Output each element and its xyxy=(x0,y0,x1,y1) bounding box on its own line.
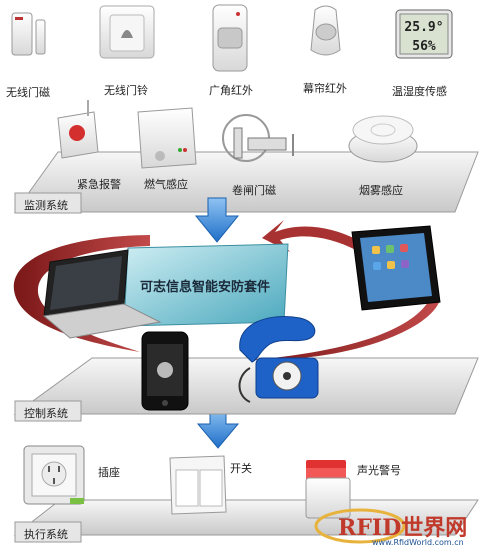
smartphone-icon xyxy=(141,331,189,411)
gas-detector-icon xyxy=(137,107,197,169)
arrow-down-icon xyxy=(194,197,240,243)
swoosh-right-icon xyxy=(262,220,358,252)
watermark-title: RFID世界网 xyxy=(338,515,468,541)
panel-label-control: 控制系统 xyxy=(24,407,68,420)
label-wall-switch: 开关 xyxy=(230,462,252,475)
label-smoke-detector: 烟雾感应 xyxy=(359,184,403,197)
center-box-title: 可志信息智能安防套件 xyxy=(140,280,271,295)
temperature-readout: 25.9° xyxy=(404,20,443,35)
label-roller-door-sensor: 卷闸门磁 xyxy=(232,184,276,197)
panel-label-monitoring: 监测系统 xyxy=(24,199,68,212)
label-wireless-doorbell: 无线门铃 xyxy=(104,84,148,97)
watermark-logo-icon xyxy=(314,508,406,544)
smoke-detector-icon xyxy=(348,115,418,163)
label-power-socket: 插座 xyxy=(98,466,120,479)
panel-label-execution: 执行系统 xyxy=(24,528,68,541)
label-temp-humidity-sensor: 温湿度传感 xyxy=(392,85,447,98)
laptop-icon xyxy=(42,249,162,339)
siren-alarm-icon xyxy=(305,460,351,519)
wide-angle-infrared-icon xyxy=(212,4,248,72)
emergency-button-icon xyxy=(57,100,99,159)
label-gas-detector: 燃气感应 xyxy=(144,178,188,191)
control-panel xyxy=(13,357,479,422)
label-siren-alarm: 声光警号 xyxy=(357,464,401,477)
wall-switch-icon xyxy=(169,455,227,515)
monitoring-panel xyxy=(14,151,479,214)
curtain-infrared-icon xyxy=(310,5,341,56)
telephone-icon xyxy=(238,316,319,403)
wireless-doorbell-icon xyxy=(99,5,155,59)
label-wireless-door-sensor: 无线门磁 xyxy=(6,86,50,99)
watermark-url: www.RfidWorld.com.cn xyxy=(372,538,464,547)
label-emergency-alarm: 紧急报警 xyxy=(77,178,121,191)
tablet-icon xyxy=(351,225,441,311)
label-curtain-infrared: 幕帘红外 xyxy=(303,82,347,95)
swoosh-bottom-icon xyxy=(250,300,440,361)
wireless-door-sensor-icon xyxy=(11,12,46,56)
temp-humidity-sensor-icon: 25.9° 56% xyxy=(395,9,453,59)
roller-door-sensor-icon xyxy=(222,114,294,162)
swoosh-left-icon xyxy=(13,235,150,352)
humidity-readout: 56% xyxy=(412,39,436,54)
label-wide-angle-infrared: 广角红外 xyxy=(209,84,253,97)
power-socket-icon xyxy=(23,445,85,505)
